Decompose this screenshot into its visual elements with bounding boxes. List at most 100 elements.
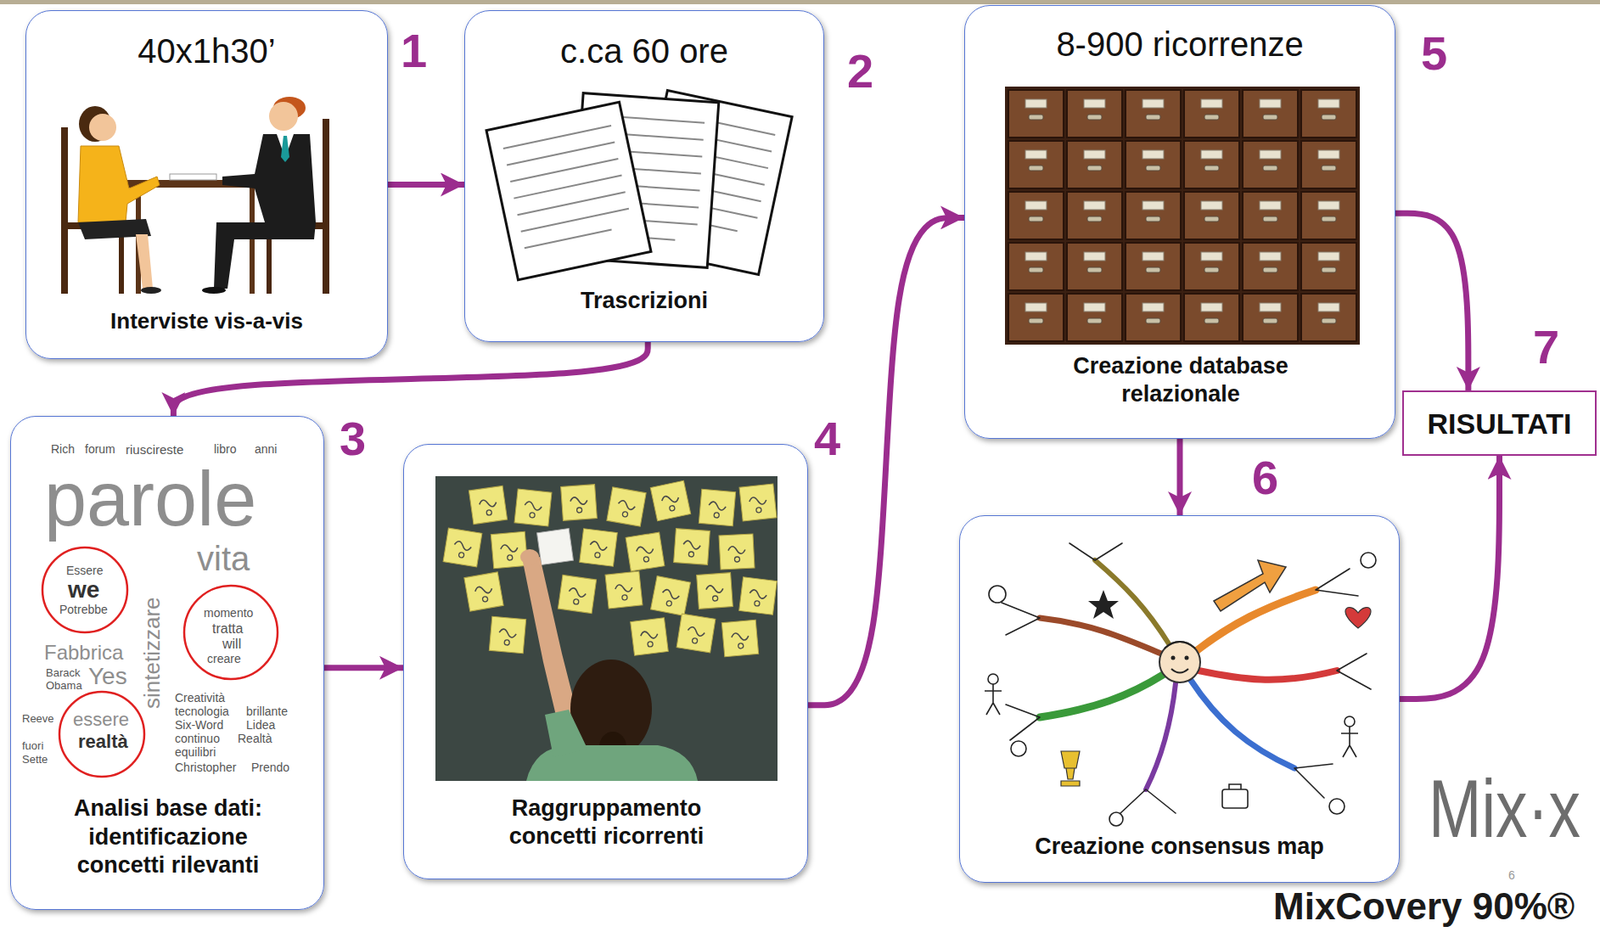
sticky-notes-photo-part	[651, 576, 691, 617]
interview-illustration-part	[202, 286, 226, 294]
interview-illustration-part	[140, 286, 162, 294]
mind-map-illustration-part-part	[1190, 679, 1295, 769]
mind-map-illustration	[984, 543, 1376, 826]
word-cloud-word: momento	[203, 606, 253, 619]
word-cloud-word: Potrebbe	[59, 603, 108, 616]
word-cloud-word: continuo	[174, 732, 220, 745]
mind-map-illustration-part	[1213, 560, 1286, 612]
sticky-notes-photo-part	[739, 577, 778, 616]
interview-illustration-part	[169, 174, 217, 180]
mind-map-illustration-part-part	[988, 585, 1006, 603]
mind-map-illustration-part-part	[1195, 589, 1316, 652]
word-cloud-word: parole	[44, 460, 257, 538]
word-cloud-word: Yes	[88, 664, 128, 689]
interview-illustration-part	[89, 113, 117, 141]
papers-illustration-part-part	[486, 101, 652, 280]
mind-map-illustration-part	[984, 552, 1376, 826]
word-cloud-word: Sette	[22, 753, 48, 765]
sticky-notes-photo-part	[557, 574, 596, 613]
page-number: 6	[1508, 869, 1516, 882]
mind-map-illustration-part-part	[1360, 552, 1376, 568]
word-cloud-word: sintetizzare	[140, 597, 163, 710]
papers-illustration-part-part	[503, 125, 633, 248]
box-heading: c.ca 60 ore	[473, 29, 815, 73]
card-cabinet-illustration-part	[1006, 88, 1359, 343]
sticky-notes-photo-part	[698, 488, 736, 526]
sticky-notes-photo	[435, 476, 778, 781]
interview-illustration-part	[118, 229, 124, 294]
flow-arrow	[387, 181, 465, 188]
box-label: RISULTATI	[1412, 404, 1587, 442]
mind-map-illustration-part-part	[1109, 812, 1123, 826]
brand-logo: Mix·x	[1428, 768, 1581, 850]
mind-map-illustration-part	[1184, 656, 1190, 661]
mind-map-illustration-part-part	[988, 673, 999, 685]
sticky-notes-photo-part	[490, 531, 528, 568]
word-cloud-word: Six-Word	[174, 718, 224, 731]
sticky-notes-photo-part	[606, 487, 646, 527]
process-box: Raggruppamento concetti ricorrenti	[403, 443, 809, 880]
card-cabinet-illustration-part	[1004, 86, 1360, 345]
word-cloud-word: Essere	[66, 564, 104, 577]
word-cloud-word: creare	[207, 652, 242, 665]
sticky-notes-photo-part	[650, 480, 691, 521]
word-cloud-word: fuori	[22, 740, 44, 752]
word-cloud-word: forum	[84, 443, 116, 455]
mind-map-illustration-part	[1088, 589, 1119, 619]
callout-number: 3	[339, 415, 366, 463]
callout-number: 2	[847, 47, 874, 96]
interview-illustration-part	[222, 134, 316, 223]
mind-map-illustration-part-part	[1001, 543, 1371, 814]
mind-map-illustration-part-part	[1344, 716, 1355, 727]
interview-illustration-part	[78, 145, 160, 223]
word-cloud-word: vita	[196, 541, 250, 576]
interview-illustration-part	[249, 187, 255, 294]
mind-map-illustration-part	[1159, 641, 1201, 683]
callout-number: 7	[1532, 323, 1560, 371]
sticky-notes-photo-part	[718, 533, 755, 570]
mind-map-illustration-part-part	[984, 684, 1002, 715]
flow-arrow	[324, 664, 404, 671]
mind-map-illustration-part	[1171, 668, 1189, 674]
callout-number: 6	[1251, 454, 1279, 502]
sticky-notes-photo-part	[696, 572, 734, 610]
mind-map-illustration-part	[1164, 641, 1196, 649]
word-cloud-word: realtà	[78, 732, 129, 752]
box-label: Interviste vis-a-vis	[34, 307, 379, 336]
sticky-notes-photo-part	[488, 616, 526, 653]
process-box: 40x1h30’Interviste vis-a-vis	[25, 10, 388, 360]
mind-map-illustration-part	[1001, 543, 1371, 814]
sticky-notes-photo-part	[537, 528, 574, 566]
callout-number: 4	[814, 415, 841, 463]
mind-map-illustration-part-part	[1222, 789, 1248, 809]
interview-illustration-part	[61, 127, 68, 294]
interview-illustration	[61, 96, 330, 294]
box-label: Trascrizioni	[473, 286, 815, 316]
word-cloud-word: Prendo	[251, 761, 290, 774]
word-cloud-word: equilibri	[174, 746, 216, 758]
interview-illustration-part	[280, 135, 290, 163]
word-cloud-word: brillante	[246, 705, 288, 718]
sticky-notes-photo-part	[443, 527, 483, 568]
mind-map-illustration-part-part	[1229, 784, 1241, 790]
mind-map-illustration-part-part	[1039, 674, 1163, 718]
mind-map-illustration-part	[1061, 751, 1080, 786]
sticky-notes-photo-part	[544, 709, 588, 758]
interview-illustration-part	[135, 234, 153, 289]
result-box: RISULTATI	[1402, 390, 1597, 456]
flow-arrow	[808, 217, 965, 705]
sticky-notes-photo-part	[435, 476, 778, 781]
highlight-circles	[42, 547, 278, 777]
mind-map-illustration-part	[1345, 607, 1371, 629]
word-cloud-word: Lidea	[246, 718, 276, 731]
flow-arrow	[1395, 213, 1469, 391]
box-label: Analisi base dati: identificazione conce…	[49, 794, 287, 881]
sticky-notes-photo-part	[630, 617, 669, 657]
mind-map-illustration-part-part	[1010, 741, 1027, 757]
papers-illustration-part	[486, 101, 652, 280]
mind-map-illustration-part-part	[1341, 726, 1359, 758]
card-cabinet-illustration	[1004, 86, 1360, 345]
papers-illustration	[486, 89, 792, 280]
mind-map-illustration-part	[1171, 656, 1176, 661]
